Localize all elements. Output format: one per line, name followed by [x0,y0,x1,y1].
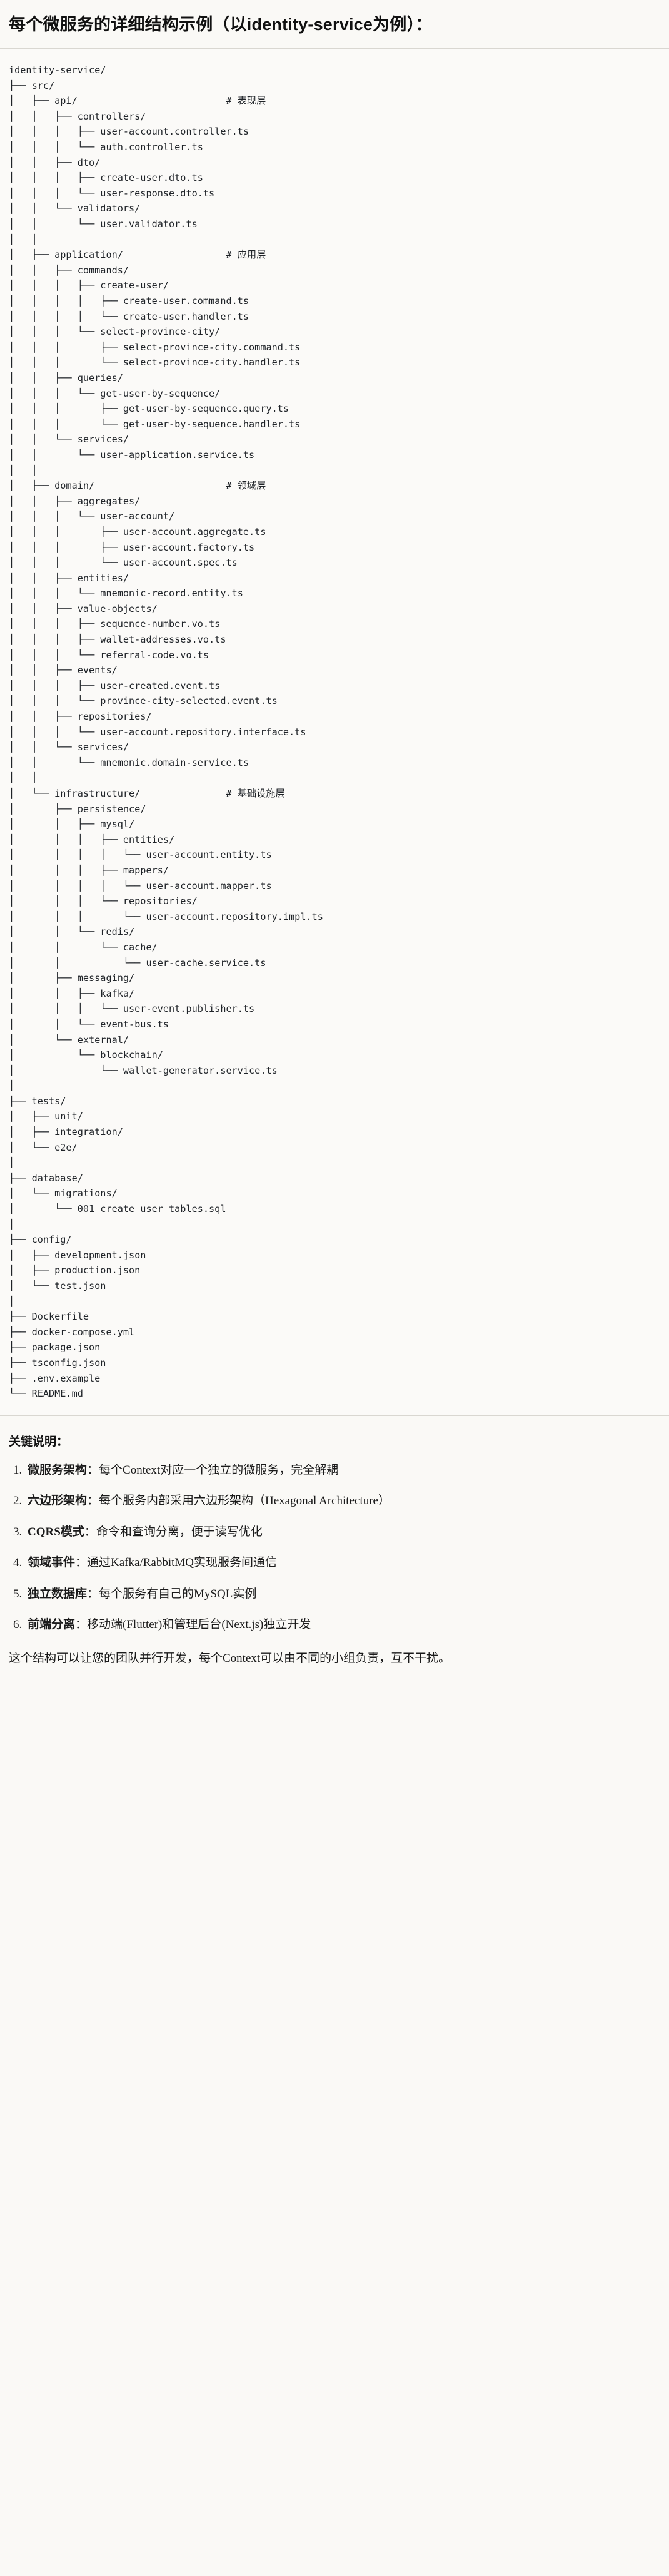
document-page: 每个微服务的详细结构示例（以identity-service为例）： ident… [0,0,669,1684]
note-term: 领域事件 [28,1556,76,1570]
note-separator: ： [87,1463,99,1477]
note-item: 独立数据库：每个服务有自己的MySQL实例 [25,1586,660,1603]
page-title: 每个微服务的详细结构示例（以identity-service为例）： [9,15,433,34]
closing-paragraph: 这个结构可以让您的团队并行开发，每个Context可以由不同的小组负责，互不干扰… [9,1652,451,1666]
notes-heading: 关键说明： [9,1435,69,1448]
title-divider [0,48,669,49]
note-item: 前端分离：移动端(Flutter)和管理后台(Next.js)独立开发 [25,1616,660,1634]
directory-tree: identity-service/ ├── src/ │ ├── api/ # … [9,64,323,1400]
note-separator: ： [87,1587,99,1601]
note-item: 六边形架构：每个服务内部采用六边形架构（Hexagonal Architectu… [25,1492,660,1510]
note-description: 每个Context对应一个独立的微服务，完全解耦 [99,1463,339,1477]
note-term: 六边形架构 [28,1494,88,1508]
note-separator: ： [84,1525,96,1539]
note-description: 命令和查询分离，便于读写优化 [96,1525,263,1539]
key-notes-section: 关键说明： 微服务架构：每个Context对应一个独立的微服务，完全解耦 六边形… [0,1416,669,1684]
note-description: 每个服务有自己的MySQL实例 [99,1587,257,1601]
notes-list: 微服务架构：每个Context对应一个独立的微服务，完全解耦 六边形架构：每个服… [9,1462,660,1634]
note-term: 微服务架构 [28,1463,88,1477]
note-description: 每个服务内部采用六边形架构（Hexagonal Architecture） [99,1494,390,1508]
note-term: CQRS模式 [28,1525,84,1539]
notes-divider [0,1415,669,1416]
note-description: 移动端(Flutter)和管理后台(Next.js)独立开发 [87,1618,311,1632]
note-term: 前端分离 [28,1618,76,1632]
note-item: 微服务架构：每个Context对应一个独立的微服务，完全解耦 [25,1462,660,1479]
note-term: 独立数据库 [28,1587,88,1601]
note-separator: ： [75,1618,88,1632]
note-item: CQRS模式：命令和查询分离，便于读写优化 [25,1524,660,1541]
note-separator: ： [87,1494,99,1508]
directory-tree-block: identity-service/ ├── src/ │ ├── api/ # … [0,49,669,1415]
note-separator: ： [75,1556,88,1570]
note-item: 领域事件：通过Kafka/RabbitMQ实现服务间通信 [25,1554,660,1572]
note-description: 通过Kafka/RabbitMQ实现服务间通信 [87,1556,278,1570]
